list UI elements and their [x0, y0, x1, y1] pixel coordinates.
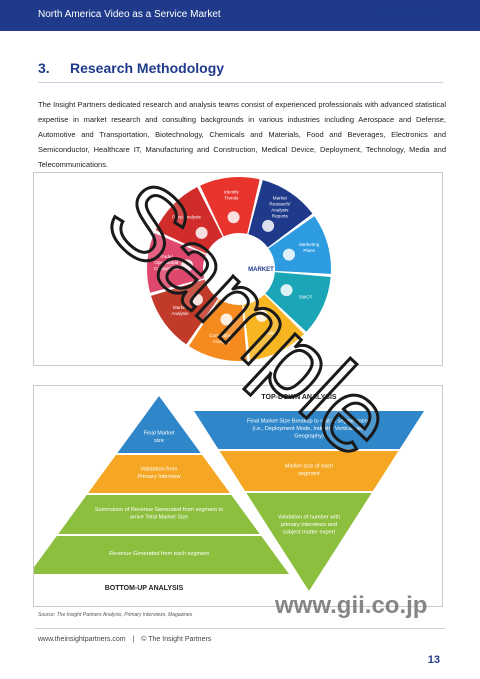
wheel-segment-label: Sales: [265, 331, 277, 336]
source-note: Source: The Insight Partners Analysis, P…: [38, 612, 193, 618]
bottom-up-level: [117, 396, 201, 453]
cart-icon: [255, 309, 268, 322]
gear-icon: [280, 284, 293, 297]
gii-url: www.gii.co.jp: [275, 592, 428, 619]
wheel-segment-label: Price Analysis: [172, 214, 201, 219]
analysis-pyramids: TOP-DOWN ANALYSIS Final Market Size Break…: [29, 394, 424, 592]
wheel-segment: [147, 233, 206, 293]
bottom-up-heading: BOTTOM-UP ANALYSIS: [105, 585, 184, 592]
footer-website: www.theinsightpartners.com: [38, 636, 126, 643]
bottom-up-level: [88, 455, 230, 493]
bottom-up-level-label: Revenue Generated from each segment: [109, 551, 209, 557]
wheel-center-label: MARKET: [248, 267, 274, 273]
top-down-level: [246, 493, 372, 591]
section-title: Research Methodology: [70, 60, 225, 76]
pie-icon: [190, 293, 203, 306]
wheel-segment-label: SWOT: [299, 295, 313, 300]
section-body: The Insight Partners dedicated research …: [38, 100, 446, 169]
bottom-up-level: [29, 536, 289, 574]
footer-separator: |: [132, 636, 135, 643]
section-number: 3.: [38, 60, 50, 76]
price-icon: [195, 226, 208, 239]
wheel-segment: [155, 187, 223, 254]
bottom-up-level-label: Summation of Revenue Generated from segm…: [95, 507, 223, 521]
footer-divider: [35, 628, 445, 629]
report-title: North America Video as a Service Market: [38, 9, 221, 20]
footer: www.theinsightpartners.com | © The Insig…: [38, 636, 211, 643]
target-icon: [282, 248, 295, 261]
logo-the: The: [376, 8, 387, 14]
top-down-heading: TOP-DOWN ANALYSIS: [261, 394, 337, 401]
wheel-segment: [268, 216, 332, 274]
bulb-icon: [227, 211, 240, 224]
analysis-pyramids-box: TOP-DOWN ANALYSIS Final Market Size Break…: [29, 385, 443, 607]
chart-icon: [262, 219, 275, 232]
insight-partners-logo: The INSIGHT Partners: [376, 6, 464, 34]
logo-insight: INSIGHT: [384, 6, 442, 23]
header-bar: North America Video as a Service Market: [0, 0, 480, 31]
top-down-level: [219, 451, 399, 491]
wheel-segment: [188, 299, 248, 361]
wheel-center: [205, 235, 273, 303]
top-down-level: [194, 411, 424, 449]
footer-copyright: © The Insight Partners: [141, 636, 212, 643]
people-icon: [220, 313, 233, 326]
section-divider: [38, 82, 443, 83]
top-down-level-label: Final Market Size Breakup to rest of seg…: [247, 419, 371, 440]
wheel-segment: [200, 177, 260, 237]
handshake-icon: [181, 259, 194, 272]
logo-partners: Partners: [428, 24, 455, 31]
bottom-up-level: [58, 495, 260, 534]
page-number: 13: [427, 654, 440, 666]
